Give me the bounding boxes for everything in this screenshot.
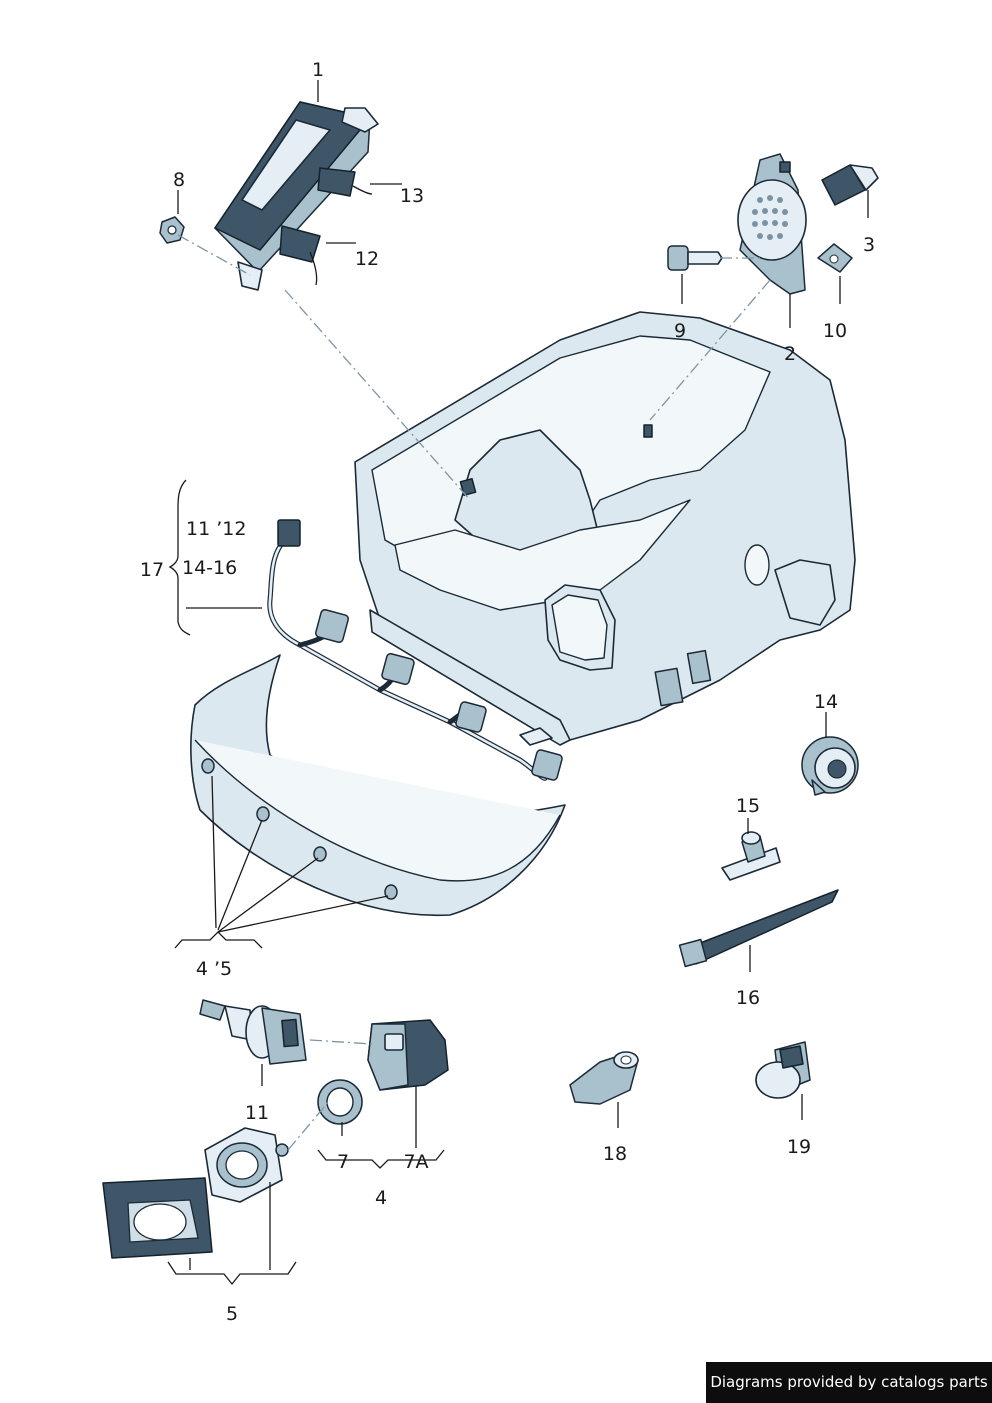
callout-7a: 7A (403, 1151, 428, 1173)
clip-nut (817, 243, 853, 273)
wiring-harness (267, 519, 563, 781)
retaining-clip (755, 1041, 811, 1099)
callout-4: 4 (375, 1187, 387, 1209)
sensor-housing (367, 1019, 449, 1091)
callout-1: 1 (312, 59, 324, 81)
callout-18: 18 (603, 1143, 627, 1165)
credit-banner: Diagrams provided by catalogs parts (706, 1362, 992, 1403)
wiring-clip (721, 831, 781, 881)
sensor-bracket (204, 1127, 289, 1203)
bolt (667, 245, 723, 271)
control-unit (214, 101, 379, 291)
callout-14-16: 14-16 (182, 557, 237, 579)
cable-tie (678, 889, 839, 968)
callout-5: 5 (226, 1303, 238, 1325)
warning-buzzer (737, 153, 807, 295)
grommet (801, 736, 859, 796)
callout-11-12: 11 ’12 (186, 518, 246, 540)
parking-sensor (199, 999, 307, 1065)
callout-4-5: 4 ’5 (196, 958, 232, 980)
assembly-lines (177, 234, 771, 1151)
callout-labels: 1 8 13 12 3 9 10 2 11 ’12 14-16 17 14 15… (140, 59, 875, 1325)
sealing-ring (317, 1079, 363, 1125)
callout-17: 17 (140, 559, 164, 581)
leader-lines (167, 80, 869, 1286)
callout-14: 14 (814, 691, 838, 713)
rear-bumper (190, 654, 566, 917)
callout-2: 2 (784, 343, 796, 365)
callout-19: 19 (787, 1136, 811, 1158)
callout-13: 13 (400, 185, 424, 207)
callout-12: 12 (355, 248, 379, 270)
callout-8: 8 (173, 169, 185, 191)
rear-body-shell (354, 311, 856, 746)
buzzer-connector (821, 164, 879, 206)
callout-7: 7 (337, 1151, 349, 1173)
callout-3: 3 (863, 234, 875, 256)
hex-nut (159, 216, 185, 244)
cable-retainer (569, 1051, 639, 1105)
adhesive-pad (102, 1177, 213, 1259)
callout-10: 10 (823, 320, 847, 342)
callout-11: 11 (245, 1102, 269, 1124)
callout-9: 9 (674, 320, 686, 342)
callout-16: 16 (736, 987, 760, 1009)
callout-15: 15 (736, 795, 760, 817)
